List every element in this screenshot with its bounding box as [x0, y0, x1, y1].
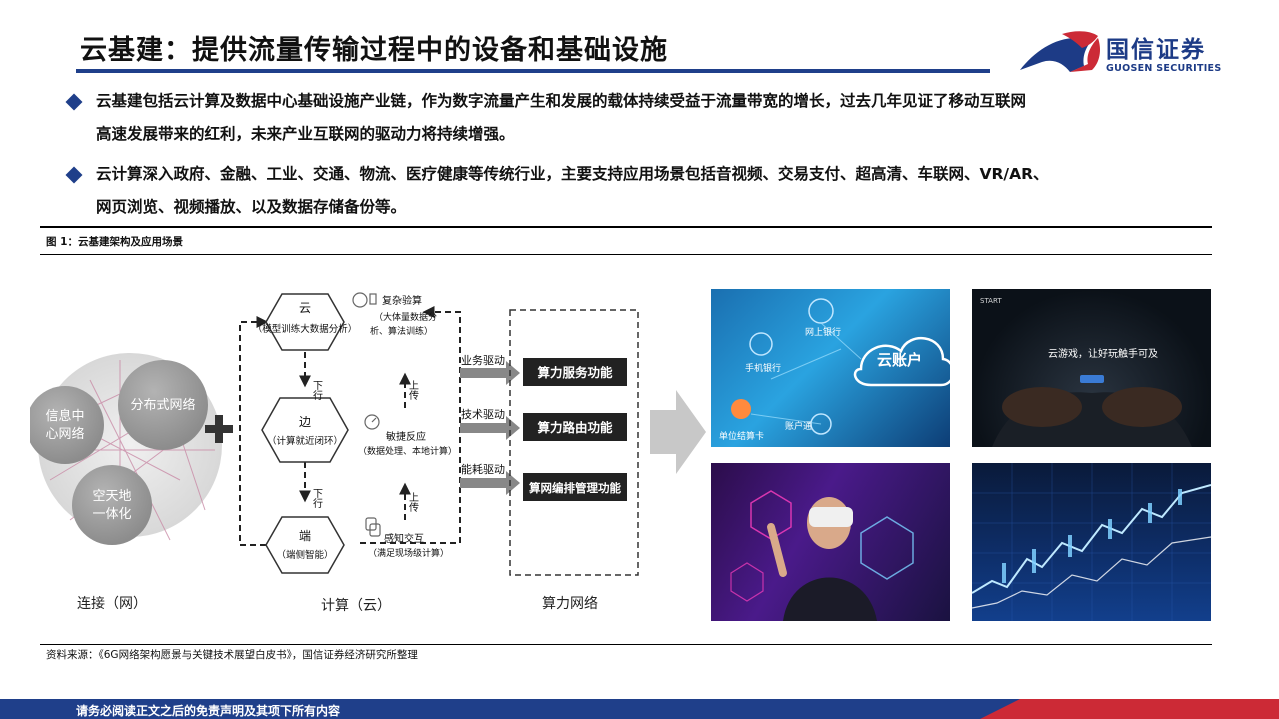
source-rule — [40, 644, 1212, 645]
driver-technology: 技术驱动 — [461, 408, 505, 421]
photo-vr-user — [711, 463, 950, 621]
bullet-diamond-icon — [65, 93, 83, 111]
function-service: 算力服务功能 — [537, 365, 613, 380]
hex-cloud-name: 云 — [299, 301, 311, 315]
uplink-label-1: 上传 — [407, 380, 419, 401]
compute-caption: 计算（云） — [321, 598, 391, 614]
cloud-infrastructure-diagram: 信息中心网络 分布式网络 空天地一体化 连接（网） 云 （模型训练大数据分析） … — [30, 292, 706, 614]
complex-calc-name: 复杂验算 — [382, 294, 422, 307]
photo-cloud-account: 云账户 网上银行 手机银行 单位结算卡 账户通 — [711, 289, 950, 447]
game-start-button — [1080, 375, 1104, 383]
uplink-label-2: 上传 — [407, 492, 419, 513]
vr-headset-icon — [730, 490, 914, 621]
stock-chart-icon — [972, 463, 1211, 621]
gamepad-hands-icon — [992, 387, 1192, 447]
interaction-desc: （满足现场级计算） — [368, 547, 449, 559]
mobile-bank-label: 手机银行 — [745, 364, 782, 374]
bullet-diamond-icon — [65, 166, 83, 184]
account-pass-label: 账户通 — [785, 422, 813, 432]
driver-business: 业务驱动 — [461, 354, 505, 367]
bullet-paragraph-1: 云基建包括云计算及数据中心基础设施产业链，作为数字流量产生和发展的载体持续受益于… — [96, 92, 1027, 143]
interaction-icon — [365, 517, 381, 537]
downlink-label-1: 下行 — [311, 380, 323, 401]
figure-label: 图 1：云基建架构及应用场景 — [46, 236, 183, 248]
logo-name: 国信证券 — [1106, 37, 1206, 63]
cloud-account-label: 云账户 — [877, 351, 923, 369]
big-right-arrow-icon — [650, 390, 706, 474]
guosen-logo-icon — [1020, 31, 1100, 72]
hex-device — [265, 516, 345, 574]
agile-response-icon — [364, 414, 380, 430]
figure-top-rule — [40, 226, 1212, 228]
complex-calc-icon — [352, 292, 377, 308]
cloud-icon — [731, 298, 950, 435]
hex-device-name: 端 — [299, 529, 311, 543]
logo-english-name: GUOSEN SECURITIES — [1106, 63, 1222, 74]
page-title: 云基建：提供流量传输过程中的设备和基础设施 — [80, 35, 668, 66]
power-network-caption: 算力网络 — [542, 596, 598, 612]
complex-calc-desc: （大体量数据分析、算法训练） — [370, 311, 437, 337]
game-slogan: 云游戏，让好玩触手可及 — [1048, 349, 1158, 360]
network-cluster — [30, 353, 222, 545]
network-node-icn: 信息中心网络 — [45, 408, 84, 442]
hex-cloud-desc: （模型训练大数据分析） — [253, 323, 358, 335]
hex-cloud — [265, 293, 345, 351]
function-routing: 算力路由功能 — [537, 420, 613, 435]
network-node-space-air-ground: 空天地一体化 — [92, 489, 131, 522]
downlink-label-2: 下行 — [311, 488, 323, 509]
footer-accent — [980, 699, 1279, 719]
photo-cloud-gaming: START 云游戏，让好玩触手可及 — [972, 289, 1211, 447]
photo-financial-chart — [972, 463, 1211, 621]
unit-card-label: 单位结算卡 — [719, 432, 765, 442]
source-note: 资料来源：《6G网络架构愿景与关键技术展望白皮书》，国信证券经济研究所整理 — [46, 649, 418, 661]
network-node-distributed: 分布式网络 — [130, 397, 195, 413]
interaction-name: 感知交互 — [384, 532, 424, 545]
online-bank-label: 网上银行 — [805, 328, 842, 338]
hex-edge-desc: （计算就近闭环） — [267, 435, 343, 447]
network-caption: 连接（网） — [77, 595, 147, 612]
plus-icon — [205, 415, 233, 443]
footer-bar — [0, 699, 1279, 719]
driver-energy: 能耗驱动 — [461, 462, 505, 476]
footer-disclaimer: 请务必阅读正文之后的免责声明及其项下所有内容 — [76, 704, 341, 718]
hex-device-desc: （端侧智能） — [276, 549, 333, 561]
game-brand: START — [980, 297, 1002, 305]
title-underline — [76, 69, 990, 73]
figure-label-rule — [40, 254, 1212, 255]
agile-response-desc: （数据处理、本地计算） — [358, 445, 457, 457]
agile-response-name: 敏捷反应 — [386, 430, 426, 443]
bullet-paragraph-2: 云计算深入政府、金融、工业、交通、物流、医疗健康等传统行业，主要支持应用场景包括… — [96, 165, 1049, 216]
function-orchestration: 算网编排管理功能 — [528, 481, 621, 495]
hex-edge-name: 边 — [299, 415, 311, 429]
hex-edge — [261, 397, 349, 463]
